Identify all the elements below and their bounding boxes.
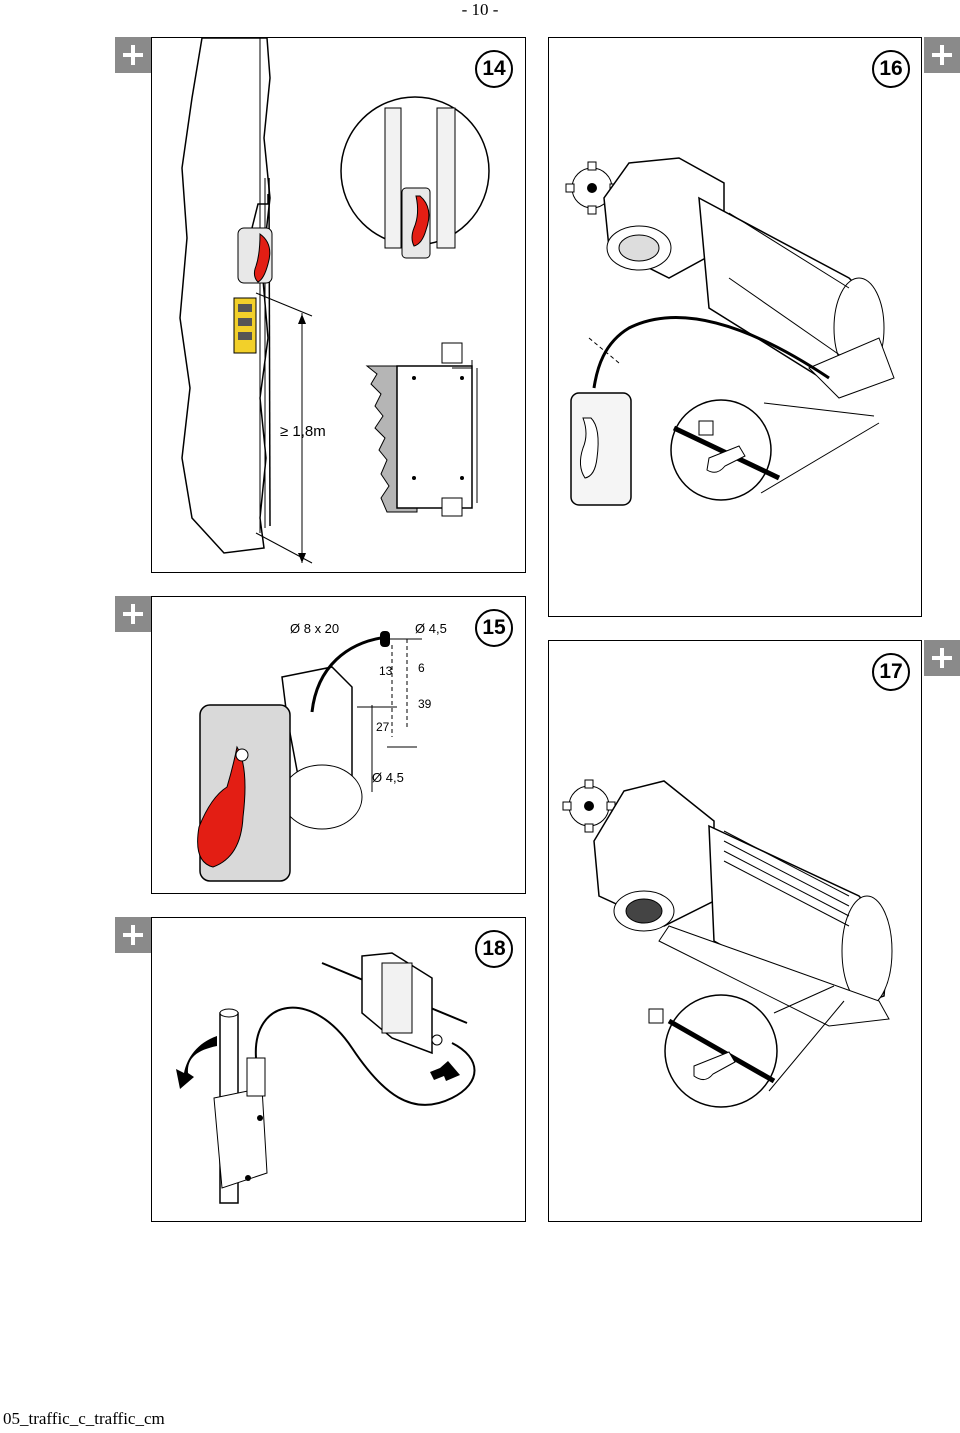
dimension-39-label: 39: [418, 697, 432, 711]
dimension-6-label: 6: [418, 661, 425, 675]
expand-plus-icon-16[interactable]: [924, 37, 960, 73]
hole-diameter-top-label: Ø 8 x 20: [290, 621, 340, 636]
page-number: - 10 -: [461, 0, 499, 19]
figure-number-badge: 14: [475, 50, 513, 88]
figure-17-panel: 17: [548, 640, 922, 1222]
figure-number-badge: 16: [872, 50, 910, 88]
hole-diameter-bottom-label: Ø 4,5: [372, 770, 404, 785]
expand-plus-icon-15[interactable]: [115, 596, 151, 632]
dimension-27-label: 27: [376, 720, 390, 734]
expand-plus-icon-14[interactable]: [115, 37, 151, 73]
figure-16-drawing: [565, 157, 895, 506]
figure-14-drawing: [179, 38, 490, 564]
figure-number-badge: 15: [475, 609, 513, 647]
figure-16-panel: 16: [548, 37, 922, 617]
figure-15-drawing: [197, 631, 422, 882]
figure-18-drawing: [176, 952, 476, 1204]
footer-filename: 05_traffic_c_traffic_cm: [3, 1409, 165, 1428]
height-dimension-label: ≥ 1,8m: [280, 423, 326, 440]
figure-number-badge: 17: [872, 653, 910, 691]
figure-14-panel: 14 ≥ 1,8m: [151, 37, 526, 573]
expand-plus-icon-18[interactable]: [115, 917, 151, 953]
hole-diameter-right-label: Ø 4,5: [415, 621, 447, 636]
expand-plus-icon-17[interactable]: [924, 640, 960, 676]
dimension-13-label: 13: [379, 664, 393, 678]
figure-number-badge: 18: [475, 930, 513, 968]
figure-15-panel: 15 Ø 8 x 20 Ø 4,5 13 6 39 27 Ø 4,5: [151, 596, 526, 894]
figure-17-drawing: [562, 779, 893, 1108]
figure-18-panel: 18: [151, 917, 526, 1222]
